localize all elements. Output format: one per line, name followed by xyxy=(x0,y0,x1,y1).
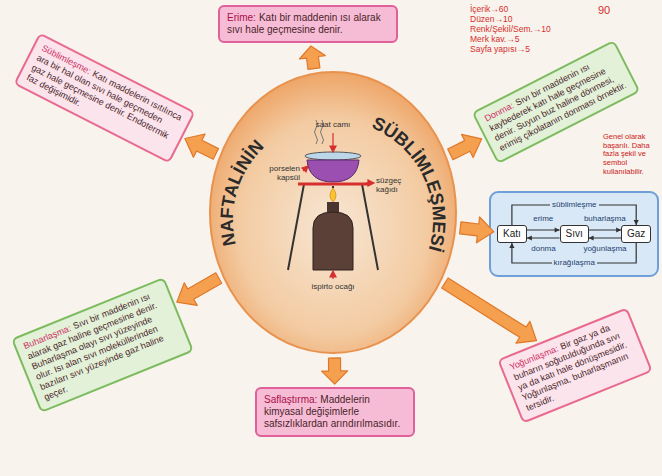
teacher-comment: Genel olarak başarılı. Daha fazla şekil … xyxy=(603,133,659,176)
block-arrow xyxy=(185,134,219,159)
connector xyxy=(512,205,639,225)
tripod-legs xyxy=(288,184,378,270)
cycle-band xyxy=(490,192,658,276)
arrow-head xyxy=(527,235,532,240)
wire-gauze xyxy=(298,183,368,186)
pointer-head xyxy=(368,180,374,186)
arrow-head xyxy=(555,227,560,232)
dome-outline xyxy=(210,72,456,353)
definition-band: Süblimleşme:Katı maddelerin ısıtılınca a… xyxy=(13,32,195,163)
definition-box: Saflaştırma:Maddelerin kimyasal değişiml… xyxy=(255,387,415,437)
state-arrow xyxy=(512,205,636,225)
transition-label: yoğunlaşma xyxy=(581,244,628,254)
block-arrow xyxy=(177,273,222,306)
state-label: Gaz xyxy=(627,228,645,239)
porcelain-capsule xyxy=(307,160,359,182)
definition-band: Donma:Sıvı bir maddenin ısı kaybederek k… xyxy=(472,40,641,164)
connector xyxy=(589,235,622,240)
connector xyxy=(509,243,636,263)
grading-note: Düzen→10 xyxy=(470,15,513,25)
part-label: ispirto ocağı xyxy=(311,282,355,291)
burner-neck xyxy=(327,202,339,212)
title-text: NAFTALİNİN xyxy=(217,136,268,248)
grading-note: Merk kav.→5 xyxy=(470,35,519,45)
flame xyxy=(330,188,336,202)
block-arrow xyxy=(460,217,494,243)
transition-label: donma xyxy=(529,244,557,254)
transition-label: süblimleşme xyxy=(550,200,598,210)
connector xyxy=(460,217,494,243)
grade-score: 90 xyxy=(598,4,610,17)
pointer-arrows xyxy=(302,133,374,279)
connector xyxy=(527,227,560,232)
term-heading: Saflaştırma: xyxy=(264,394,317,405)
state-box: Katı xyxy=(497,225,527,243)
spirit-burner xyxy=(313,212,353,270)
connector xyxy=(185,134,219,159)
title-text: SÜBLİMLEŞMESİ xyxy=(369,113,449,254)
arrow-head xyxy=(509,243,514,248)
part-label: saat camı xyxy=(313,120,353,129)
apparatus-illustration xyxy=(208,70,458,355)
pointer-head xyxy=(330,271,336,277)
transition-label: buharlaşma xyxy=(582,214,628,224)
grading-note: Sayfa yapısı→5 xyxy=(470,45,530,55)
block-arrow xyxy=(442,278,537,343)
pointer-head xyxy=(330,146,336,152)
connector xyxy=(442,278,537,343)
definition-band: Buharlaşma:Sıvı bir maddenin ısı alarak … xyxy=(11,277,194,413)
definition-text: Sıvı bir maddenin ısı alarak gaz haline … xyxy=(26,291,165,402)
arrow-head xyxy=(589,235,594,240)
grading-note: Renk/Şekil/Sem.→10 xyxy=(470,25,551,35)
definition-text: Katı maddelerin ısıtılınca ara bir hal o… xyxy=(25,53,184,141)
grading-note: İçerik→60 xyxy=(470,5,508,15)
connector xyxy=(300,46,326,69)
part-label: porselen kapsül xyxy=(258,164,300,182)
connector xyxy=(322,358,348,384)
definition-text: Bir gaz ya da buharın soğutulduğunda sıv… xyxy=(512,322,629,412)
title-dome: NAFTALİNİN SÜBLİMLEŞMESİ saat camı porselen… xyxy=(208,70,458,355)
state-box: Gaz xyxy=(621,225,651,243)
connector xyxy=(589,227,622,232)
pointer-head xyxy=(302,166,308,172)
connector xyxy=(448,134,482,159)
transition-label: erime xyxy=(531,214,555,224)
block-arrow xyxy=(448,134,482,159)
connector xyxy=(527,235,560,240)
term-heading: Erime: xyxy=(227,12,256,23)
block-arrow xyxy=(300,46,326,69)
definition-band: Yoğunlaşma:Bir gaz ya da buharın soğutul… xyxy=(497,307,653,423)
state-label: Katı xyxy=(503,228,521,239)
part-label: süzgeç kağıdı xyxy=(376,176,422,194)
connector xyxy=(177,273,222,306)
block-arrow xyxy=(322,358,348,384)
state-label: Sıvı xyxy=(566,228,583,239)
title-arc-layer: NAFTALİNİN SÜBLİMLEŞMESİ xyxy=(208,70,458,355)
definition-box: Erime:Katı bir maddenin ısı alarak sıvı … xyxy=(218,5,398,43)
transition-label: kırağılaşma xyxy=(552,258,597,268)
state-box: Sıvı xyxy=(560,225,589,243)
state-arrow xyxy=(512,243,636,263)
